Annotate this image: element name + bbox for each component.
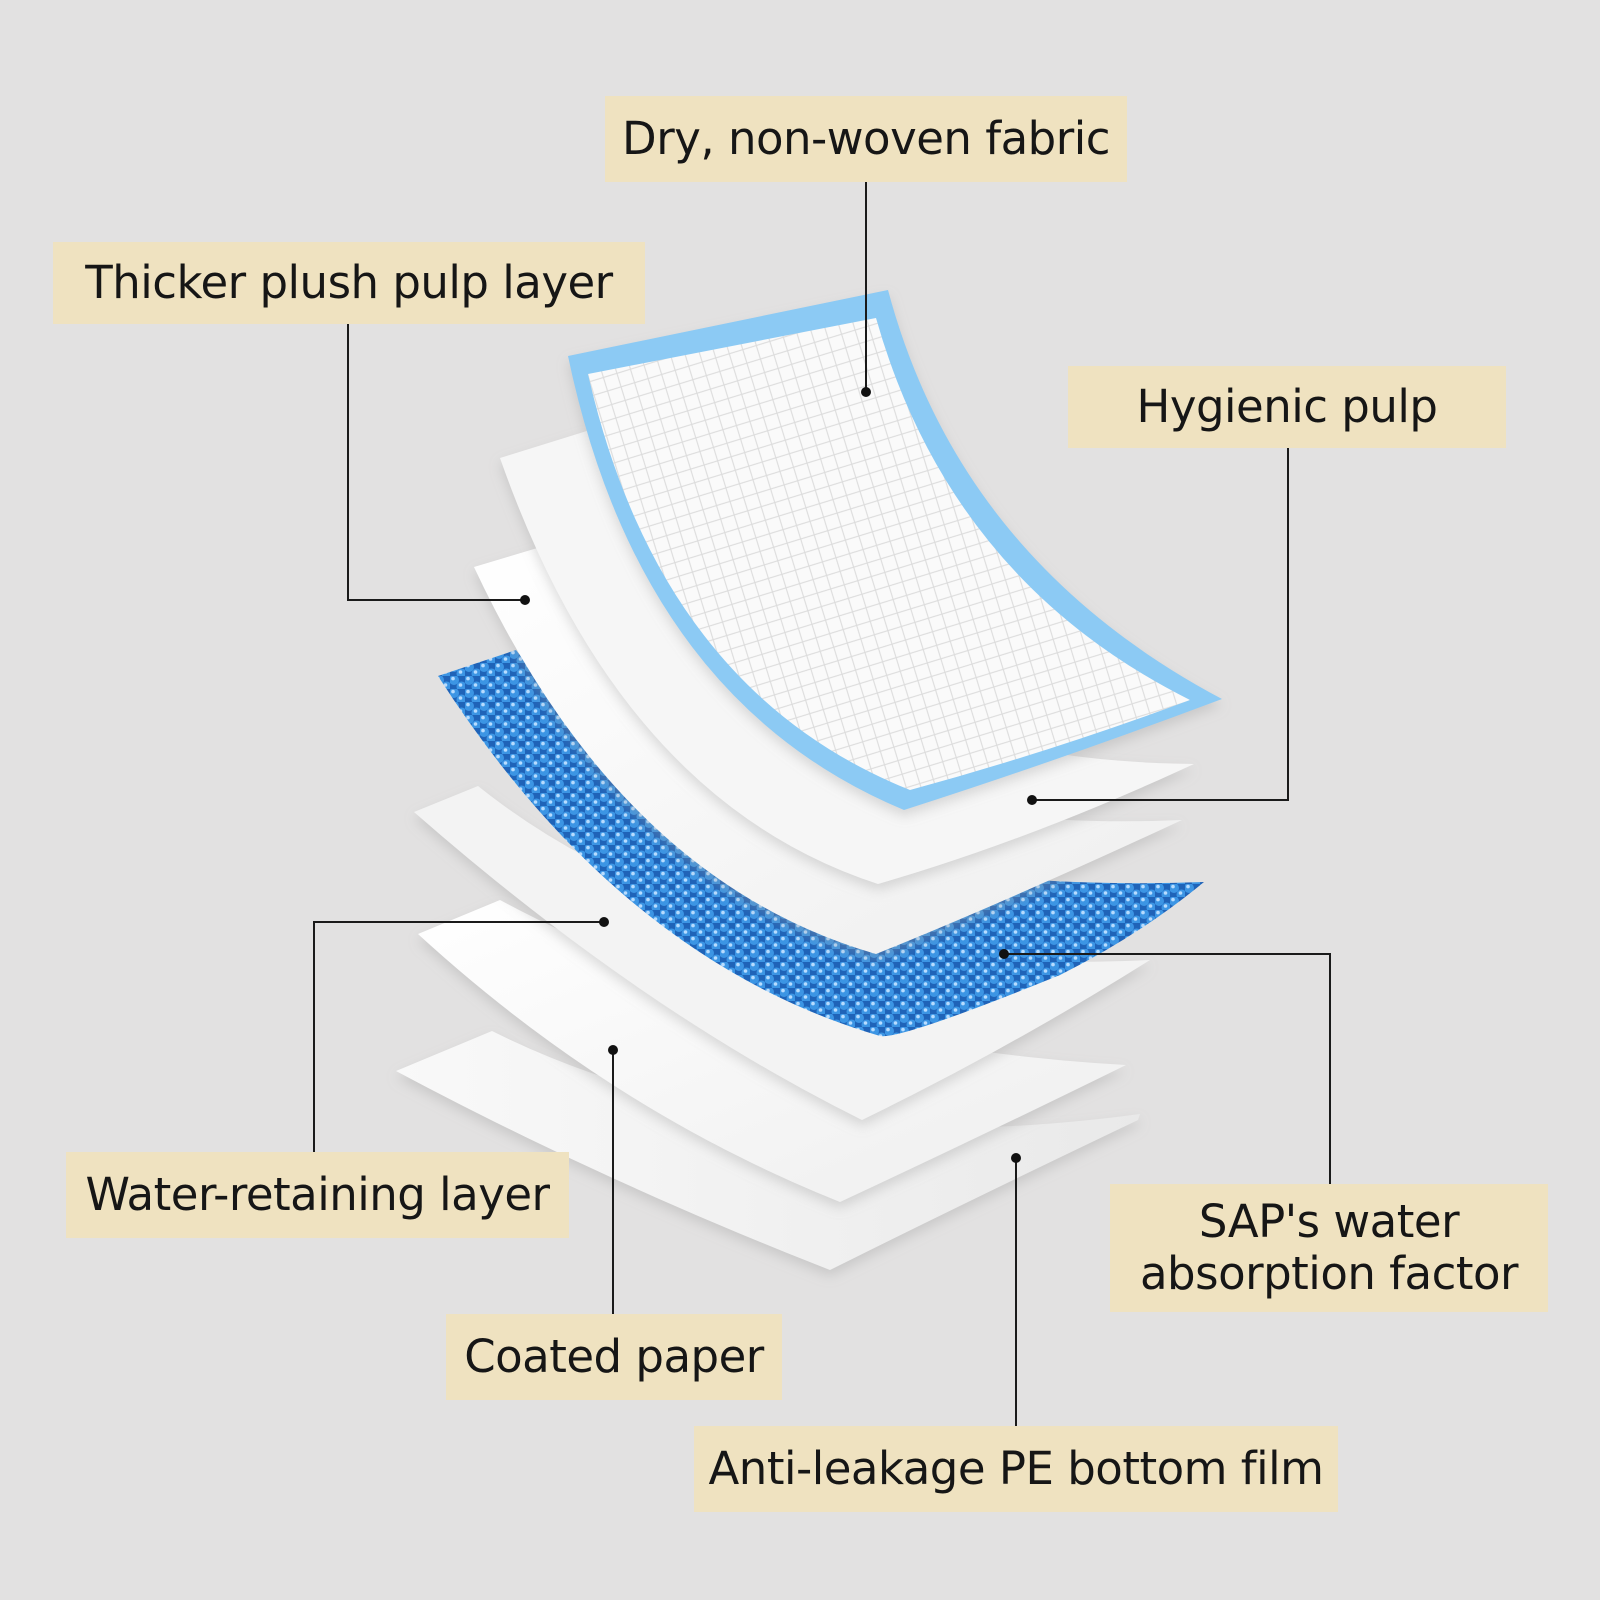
sap-bead-layer: [438, 650, 1204, 1037]
label-pe-film-text: Anti-leakage PE bottom film: [708, 1442, 1324, 1495]
marker-dot: [1027, 795, 1037, 805]
leader-sap: [1004, 953, 1331, 1184]
label-sap-line1: SAP's water: [1198, 1195, 1460, 1248]
leader-hygienic-pulp: [1032, 446, 1289, 801]
label-plush-pulp: Thicker plush pulp layer: [53, 242, 645, 324]
label-hygienic-pulp-text: Hygienic pulp: [1136, 380, 1438, 433]
marker-dot: [599, 917, 609, 927]
label-sap-line2: absorption factor: [1139, 1247, 1519, 1300]
plush-pulp-layer: [474, 546, 1182, 954]
label-plush-pulp-text: Thicker plush pulp layer: [85, 256, 613, 309]
label-sap: SAP's water absorption factor: [1110, 1184, 1548, 1312]
marker-dot: [520, 595, 530, 605]
label-pe-film: Anti-leakage PE bottom film: [694, 1426, 1338, 1512]
dry-nonwoven-fabric-surface: [588, 318, 1190, 790]
label-dry-fabric: Dry, non-woven fabric: [605, 96, 1127, 182]
label-coated-paper-text: Coated paper: [464, 1330, 764, 1383]
label-dry-fabric-text: Dry, non-woven fabric: [622, 112, 1110, 165]
marker-dot: [999, 949, 1009, 959]
label-hygienic-pulp: Hygienic pulp: [1068, 366, 1506, 448]
label-water-retaining-text: Water-retaining layer: [85, 1168, 550, 1221]
marker-dot: [861, 387, 871, 397]
label-coated-paper: Coated paper: [446, 1314, 782, 1400]
label-water-retaining: Water-retaining layer: [66, 1152, 569, 1238]
marker-dot: [608, 1045, 618, 1055]
leader-plush-pulp: [347, 322, 525, 601]
marker-dot: [1011, 1153, 1021, 1163]
leader-water-retaining: [313, 921, 604, 1152]
